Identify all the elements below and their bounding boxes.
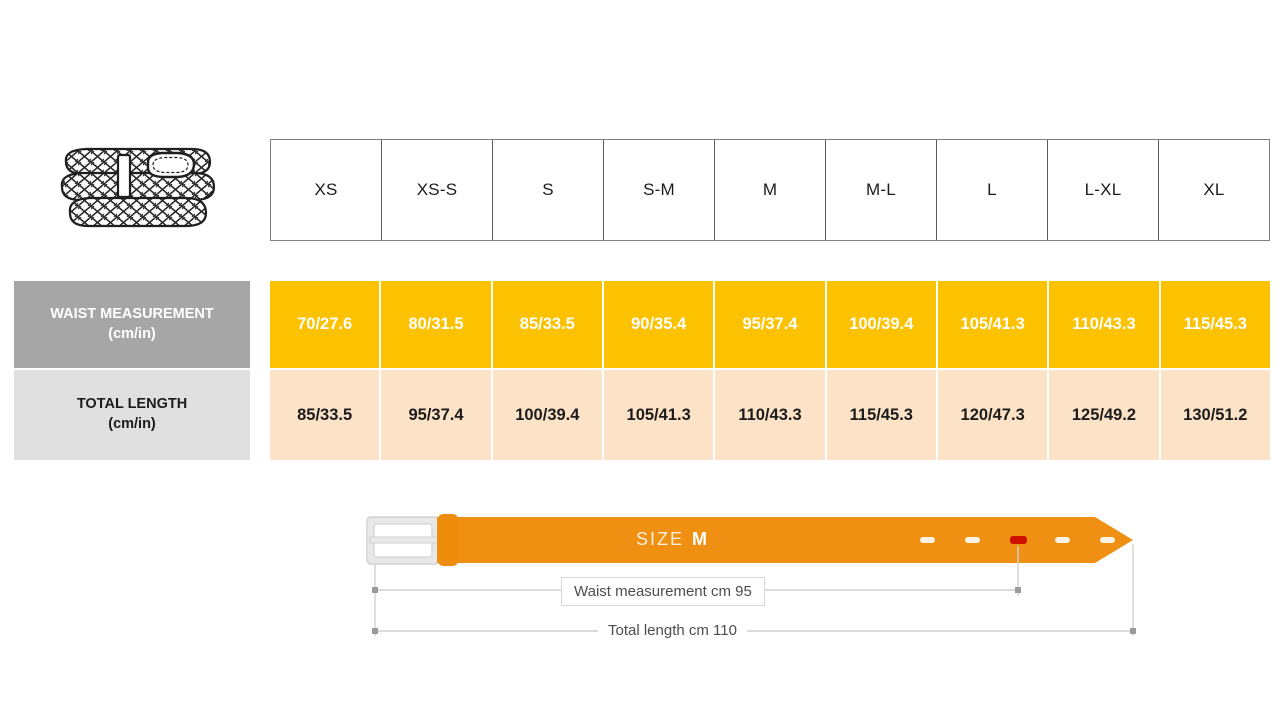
dimension-endpoint [1015,587,1021,593]
belt-strap [437,517,1133,563]
belt-hole [920,537,935,543]
waist-value-cells: 70/27.6 80/31.5 85/33.5 90/35.4 95/37.4 … [270,281,1270,368]
dimension-endpoint [372,628,378,634]
waist-cell: 70/27.6 [270,281,382,368]
size-header-cell: L-XL [1048,140,1159,240]
belt-hole [965,537,980,543]
length-cell: 110/43.3 [715,370,827,460]
waist-cell: 80/31.5 [381,281,493,368]
belt-hole-highlighted [1010,536,1027,544]
size-header-row: XS XS-S S S-M M M-L L L-XL XL [270,139,1270,241]
size-header-cell: L [937,140,1048,240]
row-label-line2: (cm/in) [108,416,156,432]
waist-cell: 85/33.5 [492,281,604,368]
length-cell: 120/47.3 [937,370,1050,460]
belt-keeper-loop [438,514,458,566]
waist-measurement-row: WAIST MEASUREMENT (cm/in) 70/27.6 80/31.… [0,281,1280,368]
length-cell: 125/49.2 [1049,370,1161,460]
length-cell: 105/41.3 [603,370,716,460]
row-label-line2: (cm/in) [108,325,156,342]
total-dimension-label: Total length cm 110 [598,619,747,642]
dimension-endpoint [372,587,378,593]
size-header-cell: M [715,140,826,240]
size-header-cell: M-L [826,140,937,240]
waist-cell: 90/35.4 [603,281,716,368]
length-cell: 130/51.2 [1160,370,1270,460]
length-cell: 115/45.3 [826,370,938,460]
total-length-label: TOTAL LENGTH (cm/in) [14,370,250,460]
length-cell: 100/39.4 [492,370,604,460]
product-illustration [52,140,222,240]
length-cell: 85/33.5 [270,370,382,460]
total-length-row: TOTAL LENGTH (cm/in) 85/33.5 95/37.4 100… [0,370,1280,460]
braided-belt-icon [60,147,216,228]
row-label-line1: TOTAL LENGTH [76,396,188,413]
waist-cell: 110/43.3 [1049,281,1161,368]
size-header-cell: XS [271,140,382,240]
row-label-line1: WAIST MEASUREMENT [50,305,214,322]
dimension-endpoint [1130,628,1136,634]
size-caption-value: M [692,529,708,549]
waist-cell: 115/45.3 [1160,281,1270,368]
waist-cell: 95/37.4 [715,281,827,368]
waist-dimension-label: Waist measurement cm 95 [561,577,765,606]
size-header-cell: XL [1203,180,1225,199]
size-header-cell: S-M [604,140,715,240]
belt-hole [1100,537,1115,543]
size-header-cell: XS-S [382,140,493,240]
belt-size-caption: SIZE M [636,529,707,550]
total-length-value-cells: 85/33.5 95/37.4 100/39.4 105/41.3 110/43… [270,370,1270,460]
length-cell: 95/37.4 [381,370,493,460]
waist-cell: 100/39.4 [826,281,938,368]
size-header-cell: S [493,140,604,240]
belt-buckle-icon [366,516,441,565]
waist-cell: 105/41.3 [937,281,1050,368]
size-caption-text: SIZE [636,529,685,549]
belt-hole [1055,537,1070,543]
waist-measurement-label: WAIST MEASUREMENT (cm/in) [14,281,250,368]
